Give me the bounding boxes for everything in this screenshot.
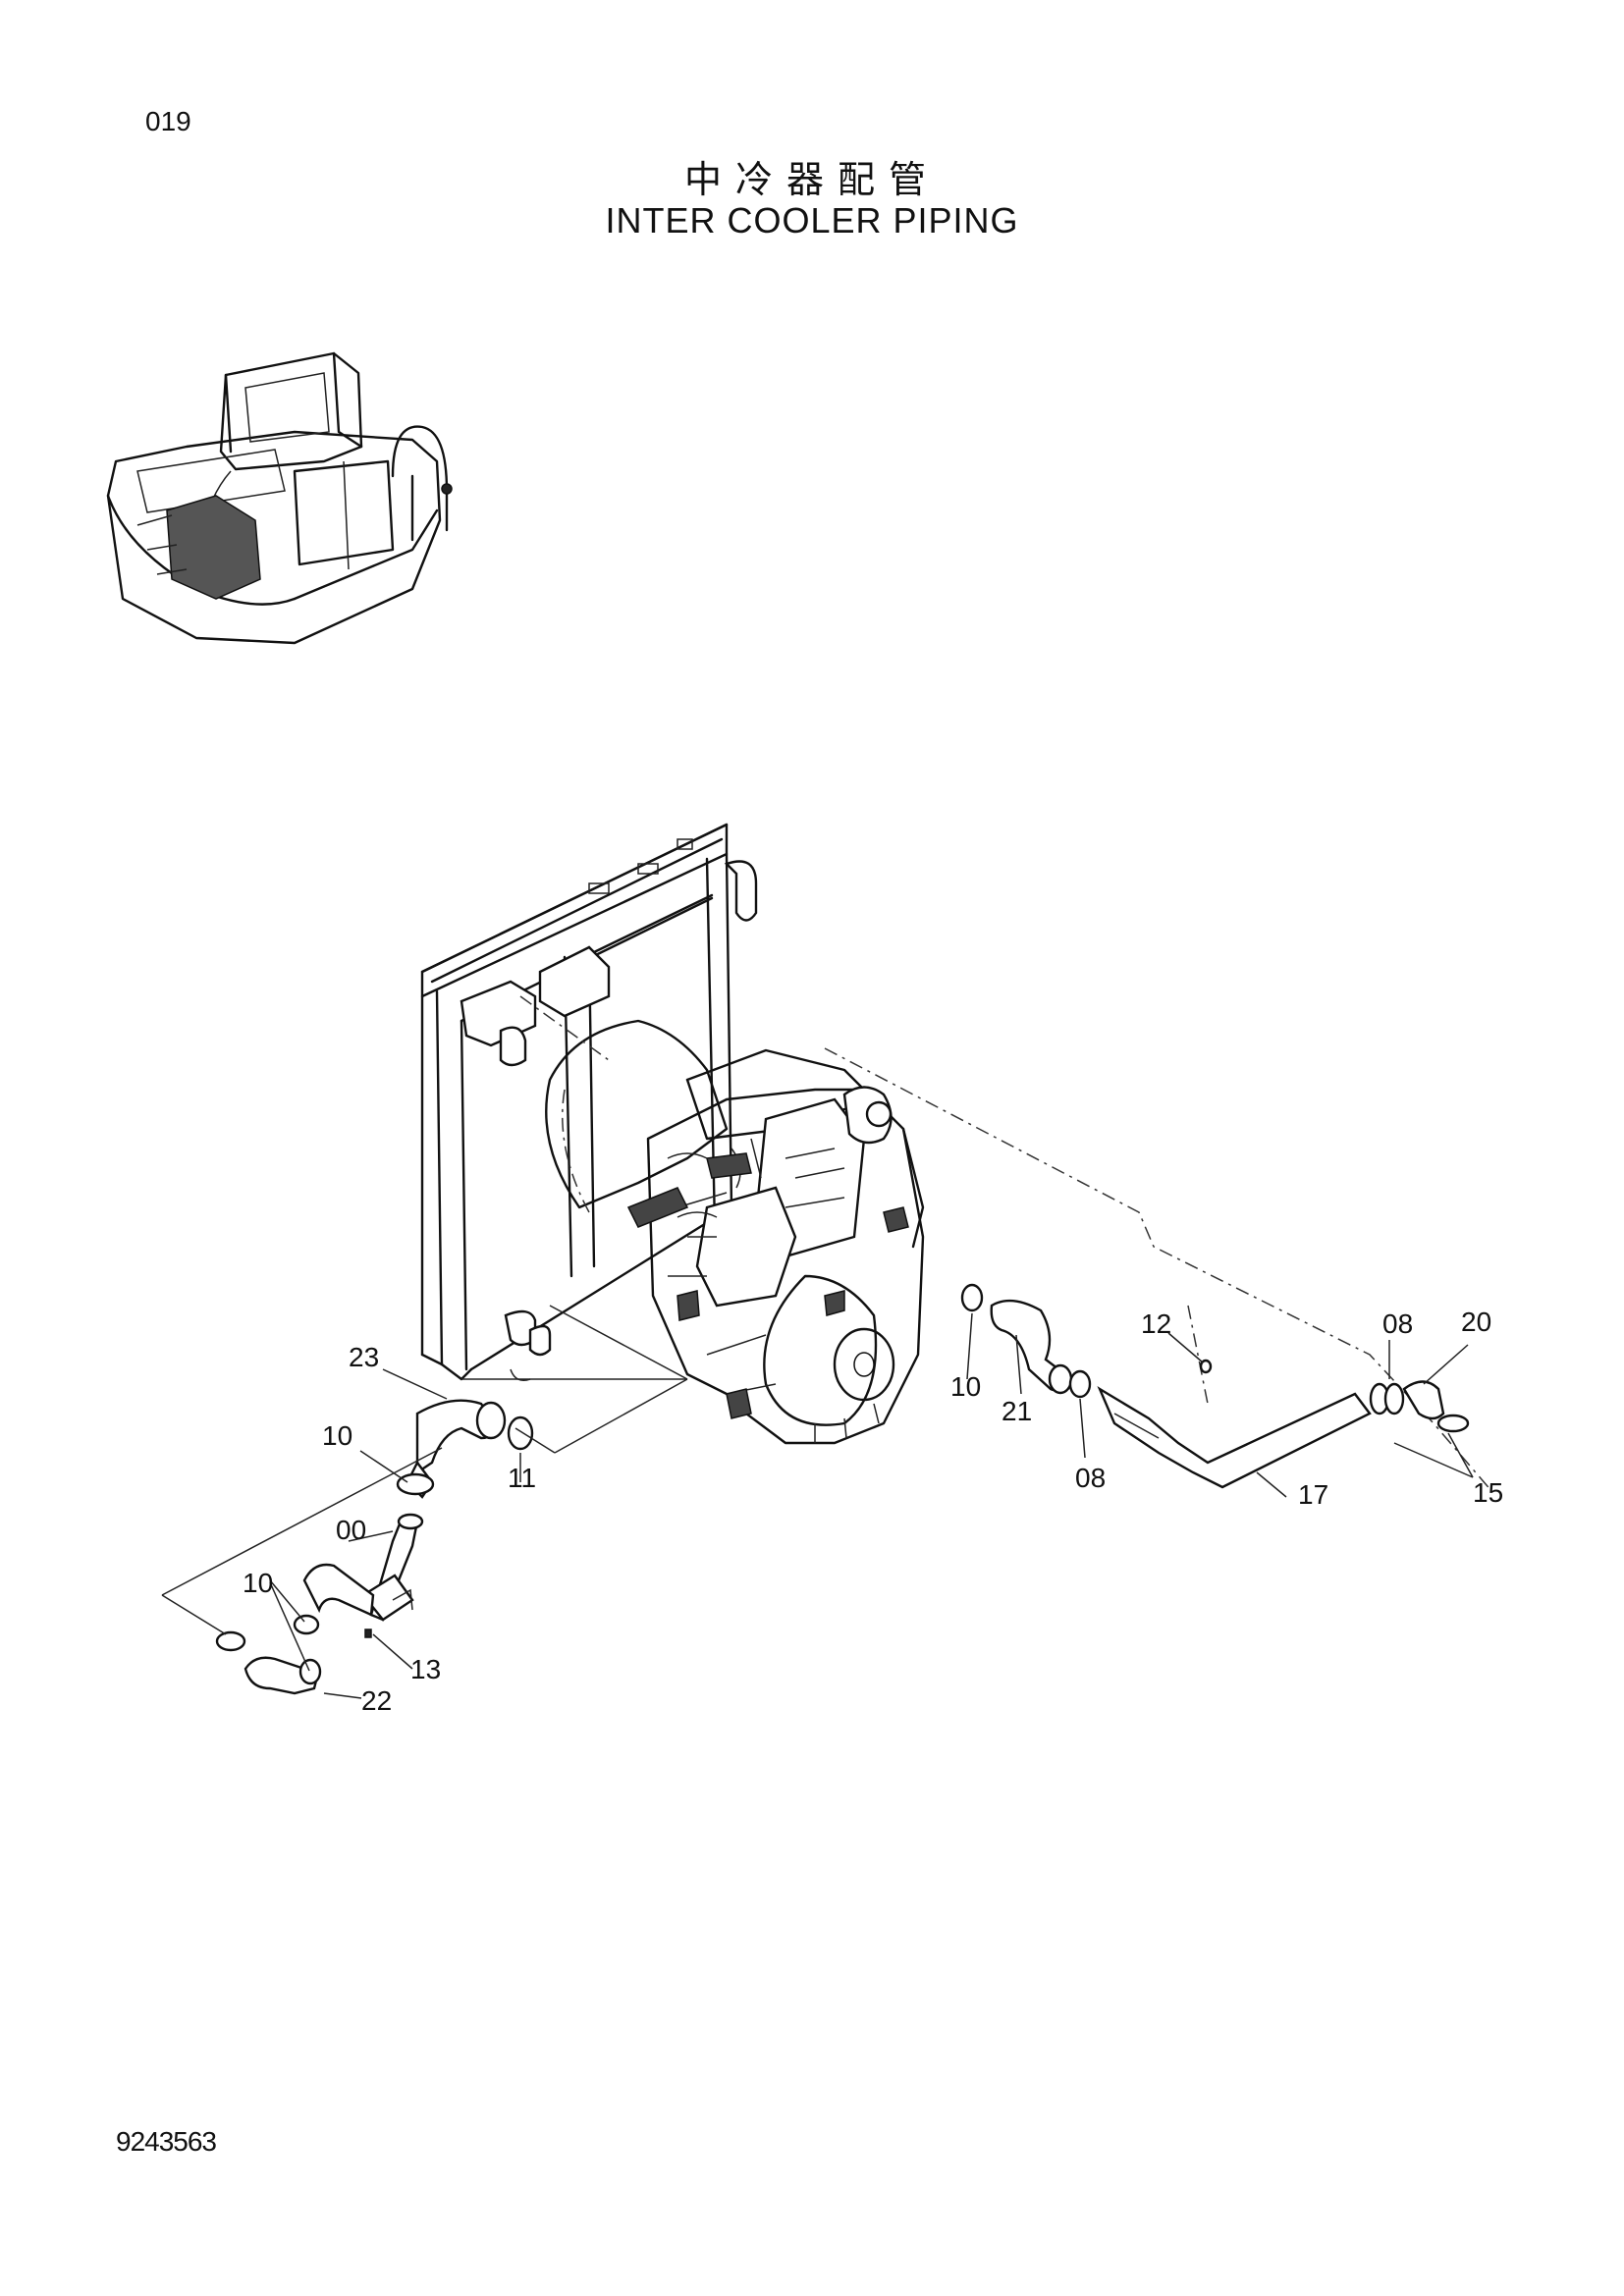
leader-lines: [161, 1305, 1474, 1699]
excavator-overview-illustration: [106, 351, 453, 645]
callout-15: 15: [1473, 1477, 1503, 1508]
title-english: INTER COOLER PIPING: [605, 200, 1019, 240]
engine-assembly: [545, 1019, 925, 1445]
callout-labels: 23 10 00 10 13 22 11 10 21 08 12 17 08 2…: [243, 1307, 1503, 1716]
callout-22: 22: [361, 1685, 392, 1716]
upper-pipe-run: [960, 1283, 1470, 1489]
callout-08-center: 08: [1075, 1463, 1106, 1493]
callout-08-right: 08: [1382, 1308, 1413, 1339]
callout-20: 20: [1461, 1307, 1491, 1337]
callout-21: 21: [1001, 1396, 1032, 1426]
callout-00: 00: [336, 1515, 366, 1545]
callout-11: 11: [508, 1463, 536, 1493]
callout-10-upper-left: 10: [322, 1420, 352, 1451]
lower-pipe-run: [215, 1399, 534, 1695]
callout-23: 23: [349, 1342, 379, 1372]
title-chinese: 中冷器配管: [683, 158, 940, 201]
callout-10-center: 10: [950, 1371, 981, 1402]
reference-lines: [519, 995, 1493, 1493]
callout-17: 17: [1298, 1479, 1328, 1510]
callout-10-lower-left: 10: [243, 1568, 273, 1598]
page-number: 019: [145, 106, 191, 136]
radiator-assembly: [420, 823, 758, 1381]
callout-13: 13: [410, 1654, 441, 1684]
drawing-number: 9243563: [116, 2126, 217, 2157]
callout-12: 12: [1141, 1308, 1171, 1339]
